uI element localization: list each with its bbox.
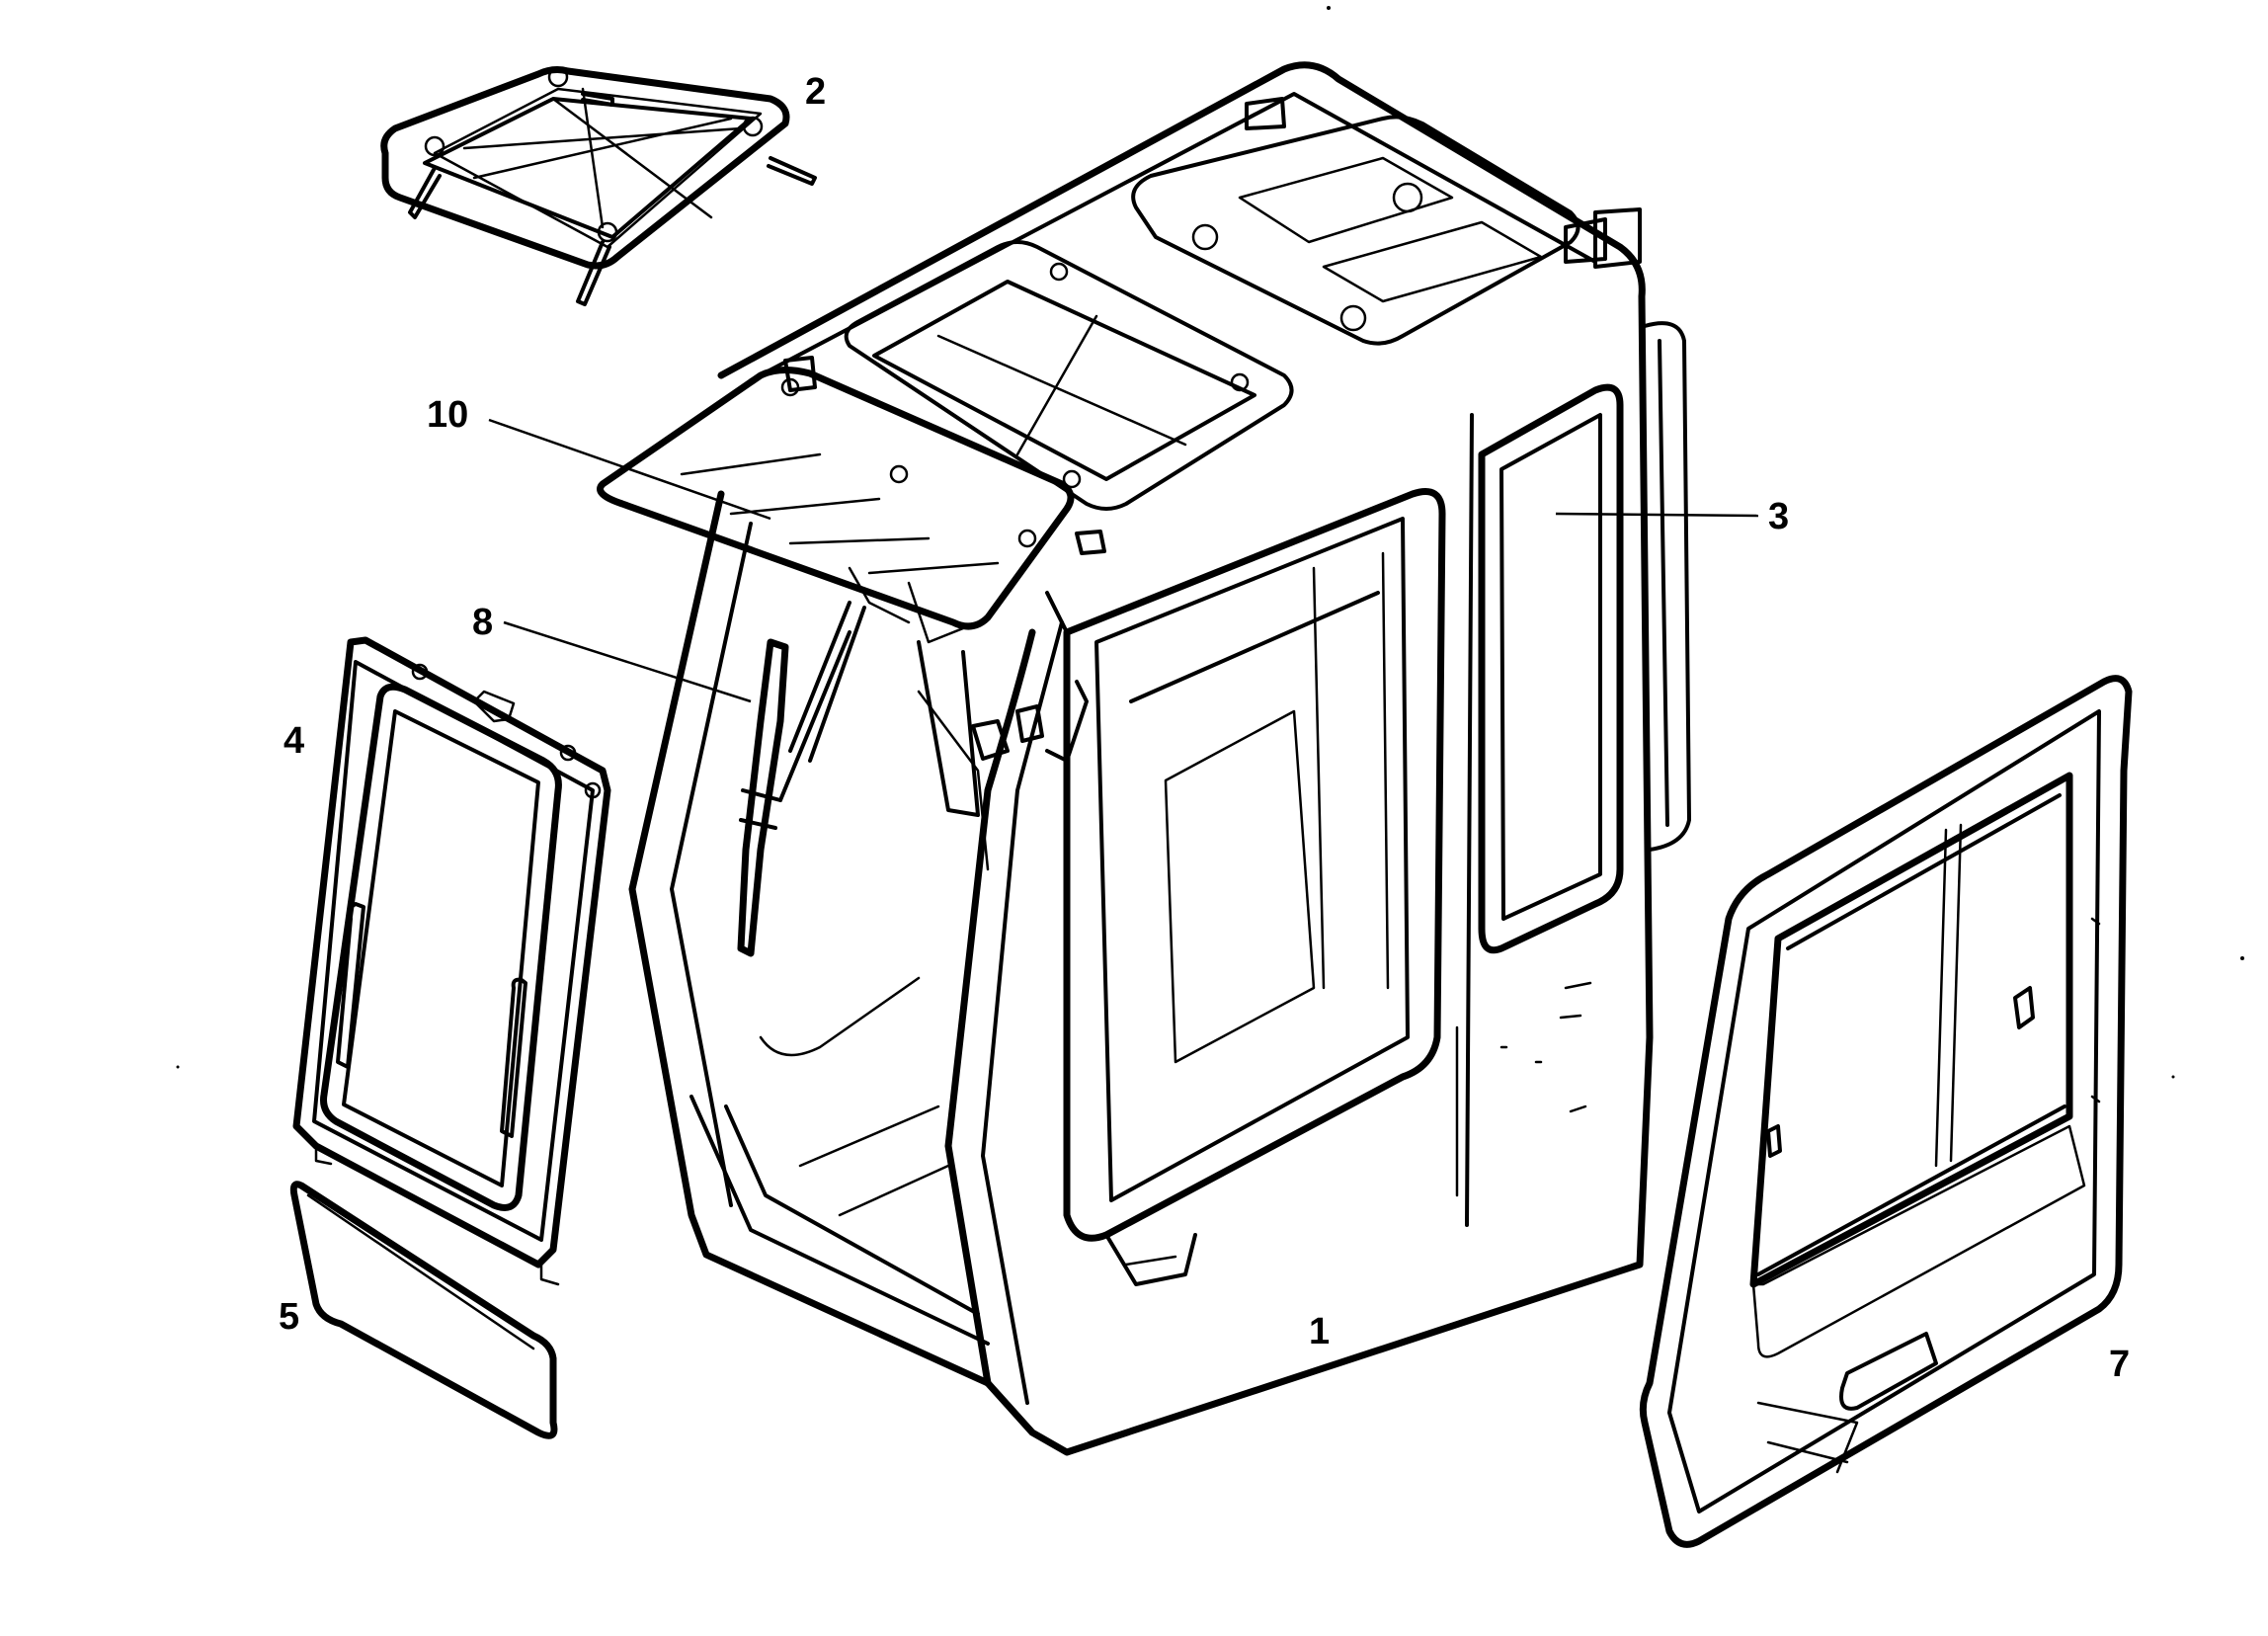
callout-10: 10 [427, 394, 468, 436]
callout-labels: 2 3 10 8 4 5 1 7 [279, 71, 2130, 1385]
lower-window-frame [292, 636, 611, 1286]
scan-specks [176, 6, 2244, 1079]
callout-2: 2 [805, 71, 826, 113]
callout-4: 4 [284, 720, 304, 762]
callout-5: 5 [279, 1296, 299, 1338]
leader-3 [1555, 512, 1759, 518]
leader-lines [488, 418, 1759, 703]
callout-1: 1 [1309, 1311, 1330, 1352]
callout-3: 3 [1768, 496, 1789, 537]
cab-body [628, 61, 1691, 1456]
cab-door [1639, 675, 2133, 1548]
leader-10 [488, 418, 771, 521]
callout-7: 7 [2109, 1344, 2130, 1385]
leader-8 [503, 620, 752, 703]
wiper [737, 630, 851, 957]
callout-8: 8 [472, 602, 493, 643]
lower-glass [289, 1181, 558, 1439]
roof-hatch [380, 66, 817, 306]
sun-visor [597, 367, 1075, 817]
